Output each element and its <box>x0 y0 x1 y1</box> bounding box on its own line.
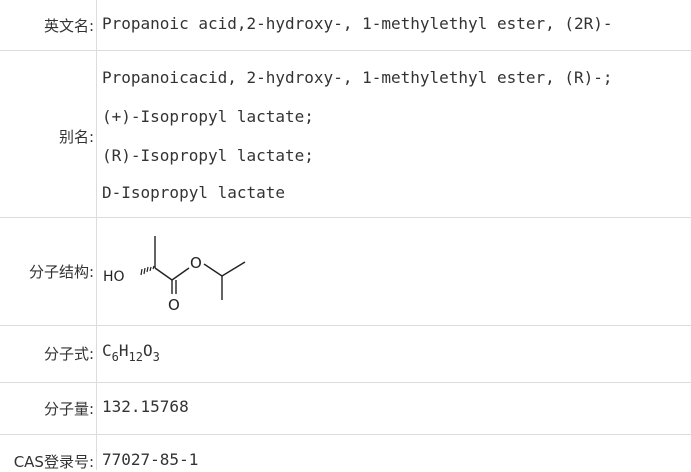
molecular-structure-image: HO O O <box>103 236 246 312</box>
mol-weight-label: 分子量: <box>43 400 94 418</box>
formula-element: H <box>118 341 129 360</box>
row-divider <box>0 217 691 218</box>
column-divider <box>96 0 97 470</box>
stereo-hash-bond <box>140 265 155 276</box>
alias-line: Propanoicacid, 2-hydroxy-, 1-methylethyl… <box>102 68 613 87</box>
english-name-label: 英文名: <box>43 17 94 35</box>
row-divider <box>0 434 691 435</box>
formula-count: 12 <box>128 350 143 364</box>
row-mol-weight: 分子量: 132.15768 <box>0 383 691 434</box>
row-alias: 别名: Propanoicacid, 2-hydroxy-, 1-methyle… <box>0 51 691 217</box>
alias-line: D-Isopropyl lactate <box>102 183 286 202</box>
structure-label: 分子结构: <box>28 263 94 281</box>
row-divider <box>0 382 691 383</box>
formula-element: C <box>102 341 112 360</box>
alias-label: 别名: <box>58 128 94 146</box>
english-name-value: Propanoic acid,2-hydroxy-, 1-methylethyl… <box>102 14 613 33</box>
row-formula: 分子式: C6H12O3 <box>0 326 691 382</box>
molecular-formula: C6H12O3 <box>102 341 160 363</box>
formula-label: 分子式: <box>43 345 94 363</box>
mol-weight-value: 132.15768 <box>102 397 189 416</box>
row-english-name: 英文名: Propanoic acid,2-hydroxy-, 1-methyl… <box>0 0 691 50</box>
atom-label-carbonyl-o: O <box>168 296 180 312</box>
row-divider <box>0 325 691 326</box>
formula-count: 6 <box>111 350 119 364</box>
formula-count: 3 <box>152 350 160 364</box>
cas-value: 77027-85-1 <box>102 450 199 469</box>
row-structure: 分子结构: HO O O <box>0 218 691 325</box>
atom-label-ho: HO <box>103 269 125 285</box>
row-divider <box>0 50 691 51</box>
alias-line: (+)-Isopropyl lactate; <box>102 107 314 126</box>
cas-label: CAS登录号: <box>13 453 94 471</box>
row-cas: CAS登录号: 77027-85-1 <box>0 435 691 471</box>
formula-element: O <box>142 341 153 360</box>
atom-label-ester-o: O <box>190 254 202 272</box>
alias-line: (R)-Isopropyl lactate; <box>102 146 314 165</box>
